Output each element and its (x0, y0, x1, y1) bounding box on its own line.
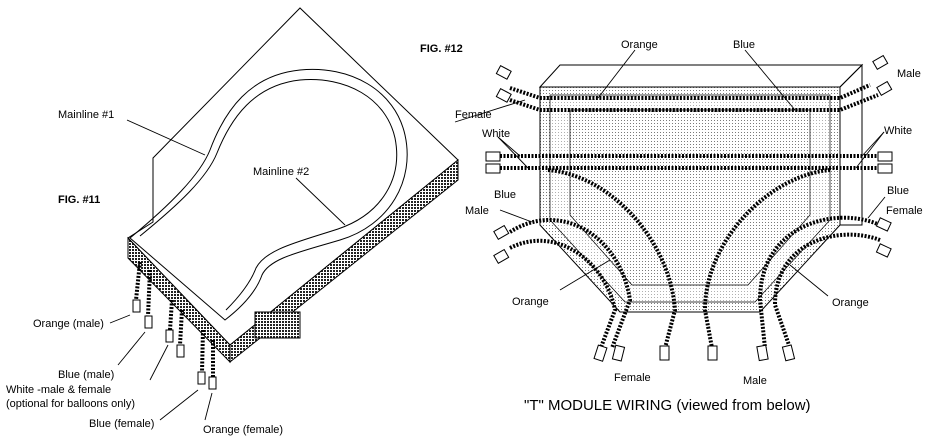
orange-female-label: Orange (female) (203, 424, 283, 436)
white-label-line1: White -male & female (6, 384, 111, 396)
leader-female-left (454, 99, 526, 123)
module-step (254, 311, 301, 339)
orange-left-label: Orange (512, 296, 549, 308)
mainline2-label: Mainline #2 (253, 166, 309, 178)
mainline-track-outer (129, 68, 408, 321)
plug-icon (495, 64, 512, 80)
blue-left-label: Blue (494, 189, 516, 201)
mainline-track-inner (139, 79, 398, 311)
cord-blue-male (146, 269, 152, 317)
fig12-title: "T" MODULE WIRING (viewed from below) (524, 397, 811, 414)
plug-icon (876, 80, 893, 97)
male-top-right-label: Male (897, 68, 921, 80)
plug-icon (493, 224, 510, 241)
male-left-label: Male (465, 205, 489, 217)
plug-icon (875, 217, 892, 232)
leader-mainline1 (126, 119, 206, 156)
module-right-side (839, 63, 863, 226)
leader-orange-right (789, 264, 829, 297)
white-left-label: White (482, 128, 510, 140)
plug-icon (485, 163, 501, 174)
orange-male-label: Orange (male) (33, 318, 104, 330)
orange-right-label: Orange (832, 297, 869, 309)
leader-blue-right (867, 196, 886, 219)
cord-orange-top (509, 83, 871, 100)
leader-mainline2 (295, 177, 346, 226)
plug-icon (165, 329, 174, 343)
cord-blue-right (757, 215, 881, 349)
female-right-label: Female (886, 205, 923, 217)
plug-icon (659, 345, 670, 361)
plug-icon (877, 163, 893, 174)
cord-blue-top (509, 93, 879, 112)
leader-blue-male (117, 331, 146, 366)
female-bottom-label: Female (614, 372, 651, 384)
fig11-module: FIG. #11 Mainline #1 Mainline #2 Orange … (6, 7, 459, 436)
fig12-caption: FIG. #12 (420, 43, 463, 55)
leader-white (149, 344, 169, 381)
plug-icon (611, 344, 626, 362)
plug-icon (872, 54, 889, 71)
mainline1-label: Mainline #1 (58, 109, 114, 121)
plug-icon (756, 344, 769, 362)
cord-blue-left (508, 218, 633, 349)
blue-top-label: Blue (733, 39, 755, 51)
blue-male-label: Blue (male) (58, 369, 114, 381)
plug-icon (132, 299, 141, 313)
cord-left-sweep (547, 168, 678, 349)
leader-orange-left (559, 259, 611, 291)
cord-blue-female (200, 329, 205, 373)
plug-icon (176, 344, 185, 358)
plug-icon (208, 376, 217, 390)
cord-orange-right-lower (772, 232, 881, 349)
leader-orange-male (109, 314, 131, 324)
blue-right-label: Blue (887, 185, 909, 197)
plug-icon (144, 315, 153, 329)
leader-orange-female (204, 392, 213, 421)
plug-icon (875, 243, 892, 258)
plug-icon (707, 345, 718, 361)
leader-orange-top (597, 49, 636, 99)
module-back-face (538, 64, 864, 88)
plug-icon (197, 371, 206, 385)
plug-icon (495, 87, 512, 103)
fig12-module: FIG. #12 Orange Blue Male Female White W… (420, 39, 923, 414)
female-left-label: Female (455, 109, 492, 121)
cord-white-male (168, 299, 174, 331)
cord-right-sweep (702, 168, 831, 349)
leader-blue-top (744, 49, 796, 111)
cord-orange-left-lower (509, 238, 618, 351)
leader-white-left-b (497, 136, 529, 169)
plug-icon (593, 344, 608, 362)
blue-female-label: Blue (female) (89, 418, 154, 430)
plug-icon (485, 151, 501, 162)
module-left-skirt (127, 236, 231, 364)
cord-orange-male (134, 261, 142, 301)
plug-icon (877, 151, 893, 162)
leader-male-left (499, 209, 533, 223)
leader-blue-female (159, 389, 199, 421)
orange-top-label: Orange (621, 39, 658, 51)
white-right-label: White (884, 125, 912, 137)
fig11-caption: FIG. #11 (58, 194, 100, 206)
plug-icon (493, 248, 510, 265)
white-label-line2: (optional for balloons only) (6, 398, 135, 410)
leader-white-right-b (855, 131, 885, 169)
male-bottom-label: Male (743, 375, 767, 387)
plug-icon (781, 344, 796, 362)
cord-white-female (178, 309, 184, 346)
